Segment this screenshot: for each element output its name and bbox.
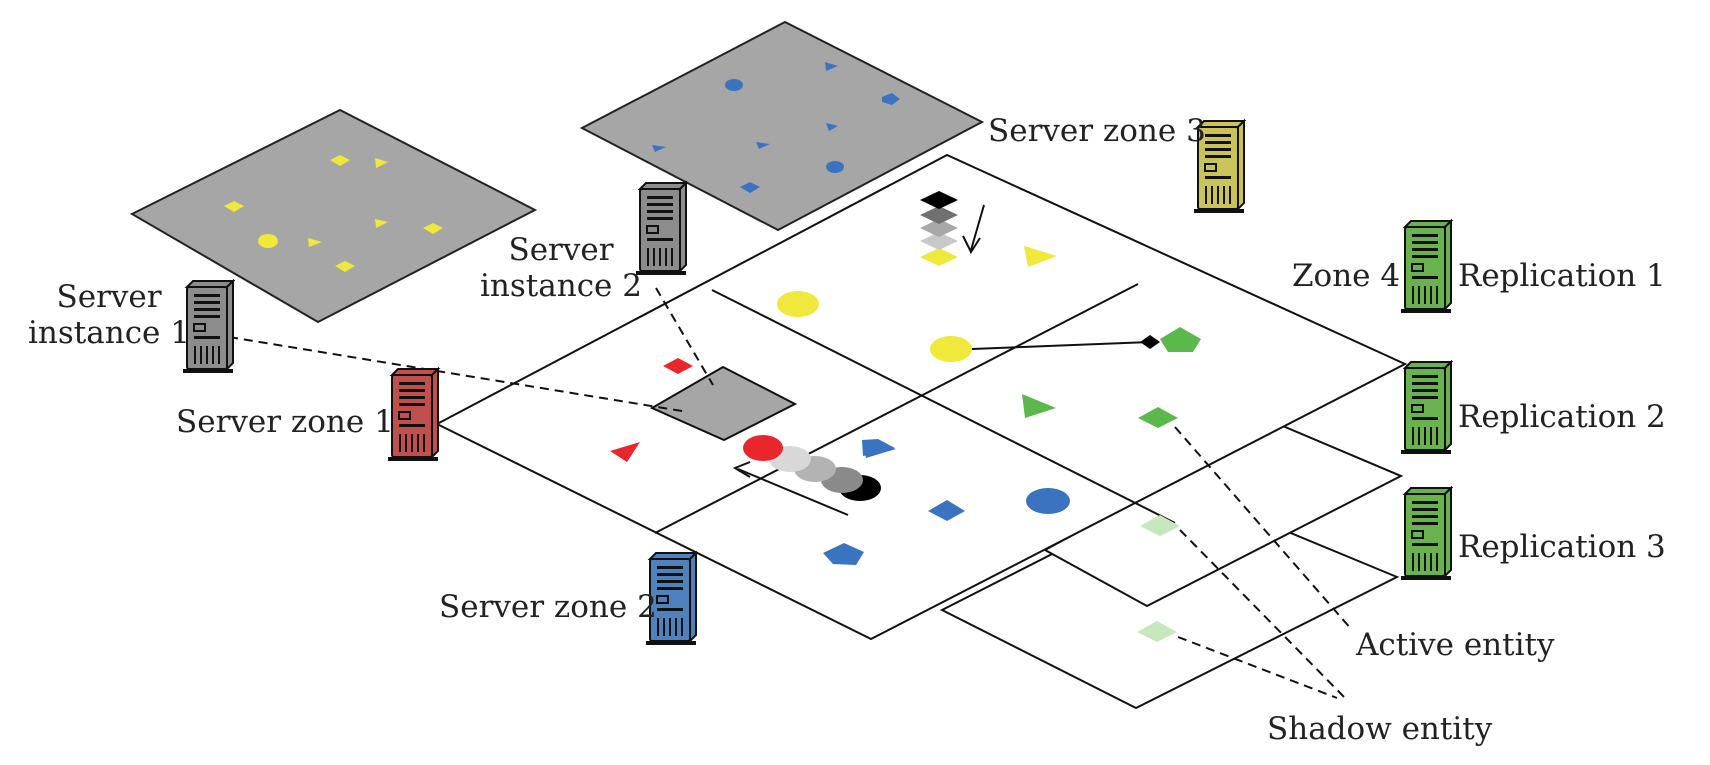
shadow-entity-replication-3 (1137, 621, 1177, 642)
blue-circle-entity (1026, 488, 1070, 514)
shadow-entity-replication-2 (1140, 515, 1180, 536)
server-instance-area (649, 365, 798, 442)
blue-diamond-entity (928, 500, 965, 521)
zone-2-entities (823, 439, 1070, 565)
zone-3-entities (777, 191, 1057, 362)
active-green-entity (1138, 407, 1178, 428)
replication-3-server-icon (1400, 487, 1452, 581)
server-instance-1-label-line1: Server (56, 279, 162, 315)
server-zone-1-icon (387, 368, 439, 462)
server-zone-4-icon (1400, 220, 1452, 314)
red-diamond-entity (663, 358, 693, 374)
replication-3-label: Replication 3 (1458, 529, 1666, 565)
server-instance-plane-2 (579, 20, 985, 232)
yellow-diamond-entity (920, 248, 958, 266)
green-triangle-entity (1022, 394, 1056, 418)
zone-4-entities (971, 327, 1201, 428)
shadow-entity-label: Shadow entity (1267, 711, 1493, 747)
server-instance-1-label: Server instance 1 (24, 279, 194, 351)
server-instance-2-label-line1: Server (508, 232, 614, 268)
moving-red-entity (732, 435, 881, 516)
zone-4-label: Zone 4 (1292, 258, 1401, 294)
server-instance-2-label-line2: instance 2 (480, 267, 642, 304)
dashed-connectors (228, 287, 1353, 701)
server-instance-plane-1 (129, 108, 538, 324)
server-zone-1-label: Server zone 1 (176, 404, 394, 440)
server-instance-1-label-line2: instance 1 (28, 314, 190, 351)
zone-1-entities (610, 358, 693, 462)
active-entity-label: Active entity (1356, 627, 1555, 663)
main-zone-plane (434, 153, 1408, 641)
server-zone-3-label: Server zone 3 (988, 113, 1206, 149)
replication-2-label: Replication 2 (1458, 399, 1666, 435)
instance-1-entities (224, 155, 443, 272)
server-zone-2-label: Server zone 2 (439, 589, 657, 625)
shadow-entities (1137, 515, 1180, 642)
green-pentagon-entity (1160, 327, 1201, 352)
replication-2-server-icon (1400, 361, 1452, 455)
blue-pentagon-entity (823, 543, 864, 565)
red-triangle-entity (610, 442, 640, 462)
yellow-circle-entity (777, 291, 819, 317)
yellow-circle-entity-2 (930, 336, 972, 362)
replication-1-label: Replication 1 (1458, 258, 1666, 294)
yellow-triangle-entity (1024, 246, 1057, 267)
instance-2-entities (652, 62, 900, 193)
server-instance-2-label: Server instance 2 (476, 232, 646, 304)
